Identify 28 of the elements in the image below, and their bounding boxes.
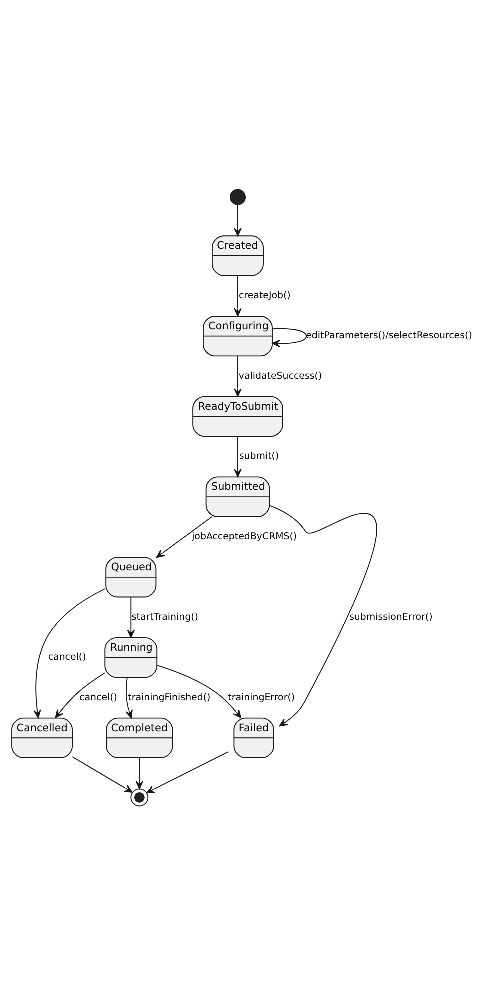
arrow [234, 204, 242, 236]
arrow [55, 672, 106, 718]
edge-label: submissionError() [349, 611, 433, 622]
edge-label: cancel() [80, 692, 118, 703]
edge-label: createJob() [238, 290, 291, 302]
edge-label: jobAcceptedByCRMS() [192, 531, 298, 542]
edge-label: cancel() [48, 652, 86, 663]
arrow [234, 274, 242, 316]
node-circle [230, 188, 246, 205]
arrow [156, 516, 213, 558]
arrow [156, 664, 242, 718]
arrow [136, 757, 144, 789]
arrow [72, 756, 133, 792]
edge-label: editParameters()/selectResources() [306, 330, 472, 342]
edge-label: trainingError() [228, 692, 296, 703]
edge-label: trainingFinished() [128, 692, 211, 703]
arrow [272, 328, 307, 348]
arrow [34, 588, 106, 718]
arrow [269, 504, 378, 726]
arrow [125, 676, 133, 718]
node-bullseye [130, 788, 149, 806]
arrow [234, 436, 242, 477]
arrow [127, 596, 136, 638]
arrow [146, 751, 229, 794]
edge-label: submit() [239, 450, 280, 462]
arrow [234, 355, 242, 397]
edge-label: validateSuccess() [238, 370, 322, 382]
edge-label: startTraining() [132, 611, 198, 622]
